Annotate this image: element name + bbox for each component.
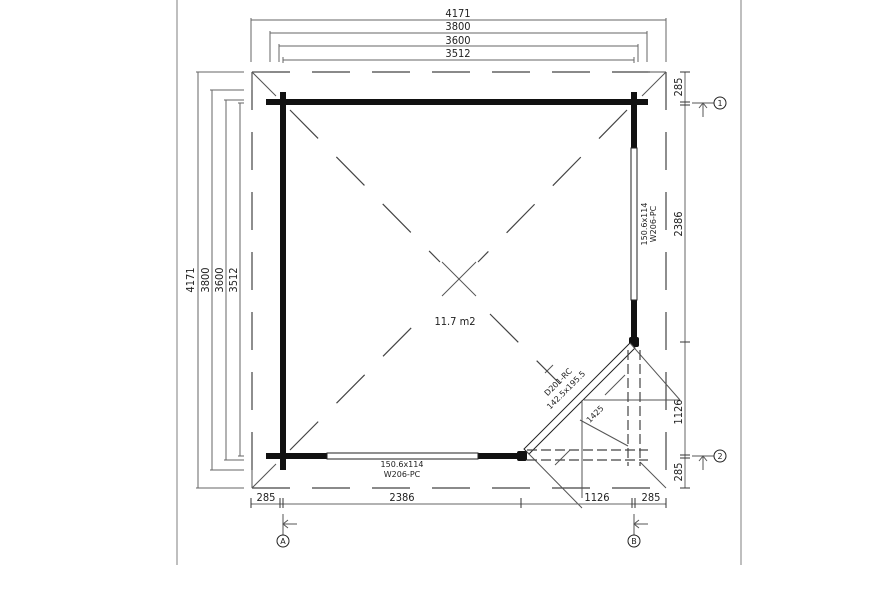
dim-top-3512: 3512 xyxy=(445,47,470,60)
roof-diagonals xyxy=(289,109,628,451)
corner-door: D201-RC 142.5x195.5 1425 xyxy=(523,342,681,509)
area-label: 11.7 m2 xyxy=(434,315,475,328)
roof-outline xyxy=(251,71,667,489)
corner-dimension: 1425 xyxy=(585,404,606,425)
top-dimensions: 4171 3800 3600 3512 xyxy=(250,7,667,63)
right-window-size: 150.6x114 xyxy=(640,203,649,246)
dim-left-3512: 3512 xyxy=(227,267,240,292)
dim-right-2386: 2386 xyxy=(672,211,685,236)
svg-text:2: 2 xyxy=(717,452,722,461)
bottom-window-code: W206-PC xyxy=(384,470,421,479)
dim-bottom-285-right: 285 xyxy=(642,491,661,504)
dim-bottom-2386: 2386 xyxy=(389,491,414,504)
walls xyxy=(266,92,648,470)
right-window-code: W206-PC xyxy=(649,205,658,242)
right-dimensions: 285 2386 1126 285 xyxy=(672,71,690,489)
dim-right-285-top: 285 xyxy=(672,78,685,97)
grid-marker-a: A xyxy=(276,514,297,548)
grid-marker-1: 1 xyxy=(692,96,727,117)
dim-top-3800: 3800 xyxy=(445,20,470,33)
dim-bottom-285-left: 285 xyxy=(257,491,276,504)
dim-top-3600: 3600 xyxy=(445,34,470,47)
dim-top-4171: 4171 xyxy=(445,7,470,20)
bottom-window: 150.6x114 W206-PC xyxy=(326,452,479,479)
svg-text:A: A xyxy=(280,537,286,546)
dim-bottom-1126: 1126 xyxy=(584,491,609,504)
grid-marker-b: B xyxy=(627,514,648,548)
bottom-window-size: 150.6x114 xyxy=(381,460,424,469)
dim-left-3600: 3600 xyxy=(213,267,226,292)
left-dimensions: 4171 3800 3600 3512 xyxy=(184,71,244,489)
dim-left-3800: 3800 xyxy=(199,267,212,292)
dim-right-1126: 1126 xyxy=(672,399,685,424)
right-window: 150.6x114 W206-PC xyxy=(630,147,658,301)
dim-right-285-bottom: 285 xyxy=(672,463,685,482)
svg-text:1: 1 xyxy=(717,99,722,108)
bottom-dimensions: 285 2386 1126 285 xyxy=(250,491,667,508)
grid-marker-2: 2 xyxy=(692,449,727,470)
dim-left-4171: 4171 xyxy=(184,267,197,292)
svg-text:B: B xyxy=(631,537,637,546)
